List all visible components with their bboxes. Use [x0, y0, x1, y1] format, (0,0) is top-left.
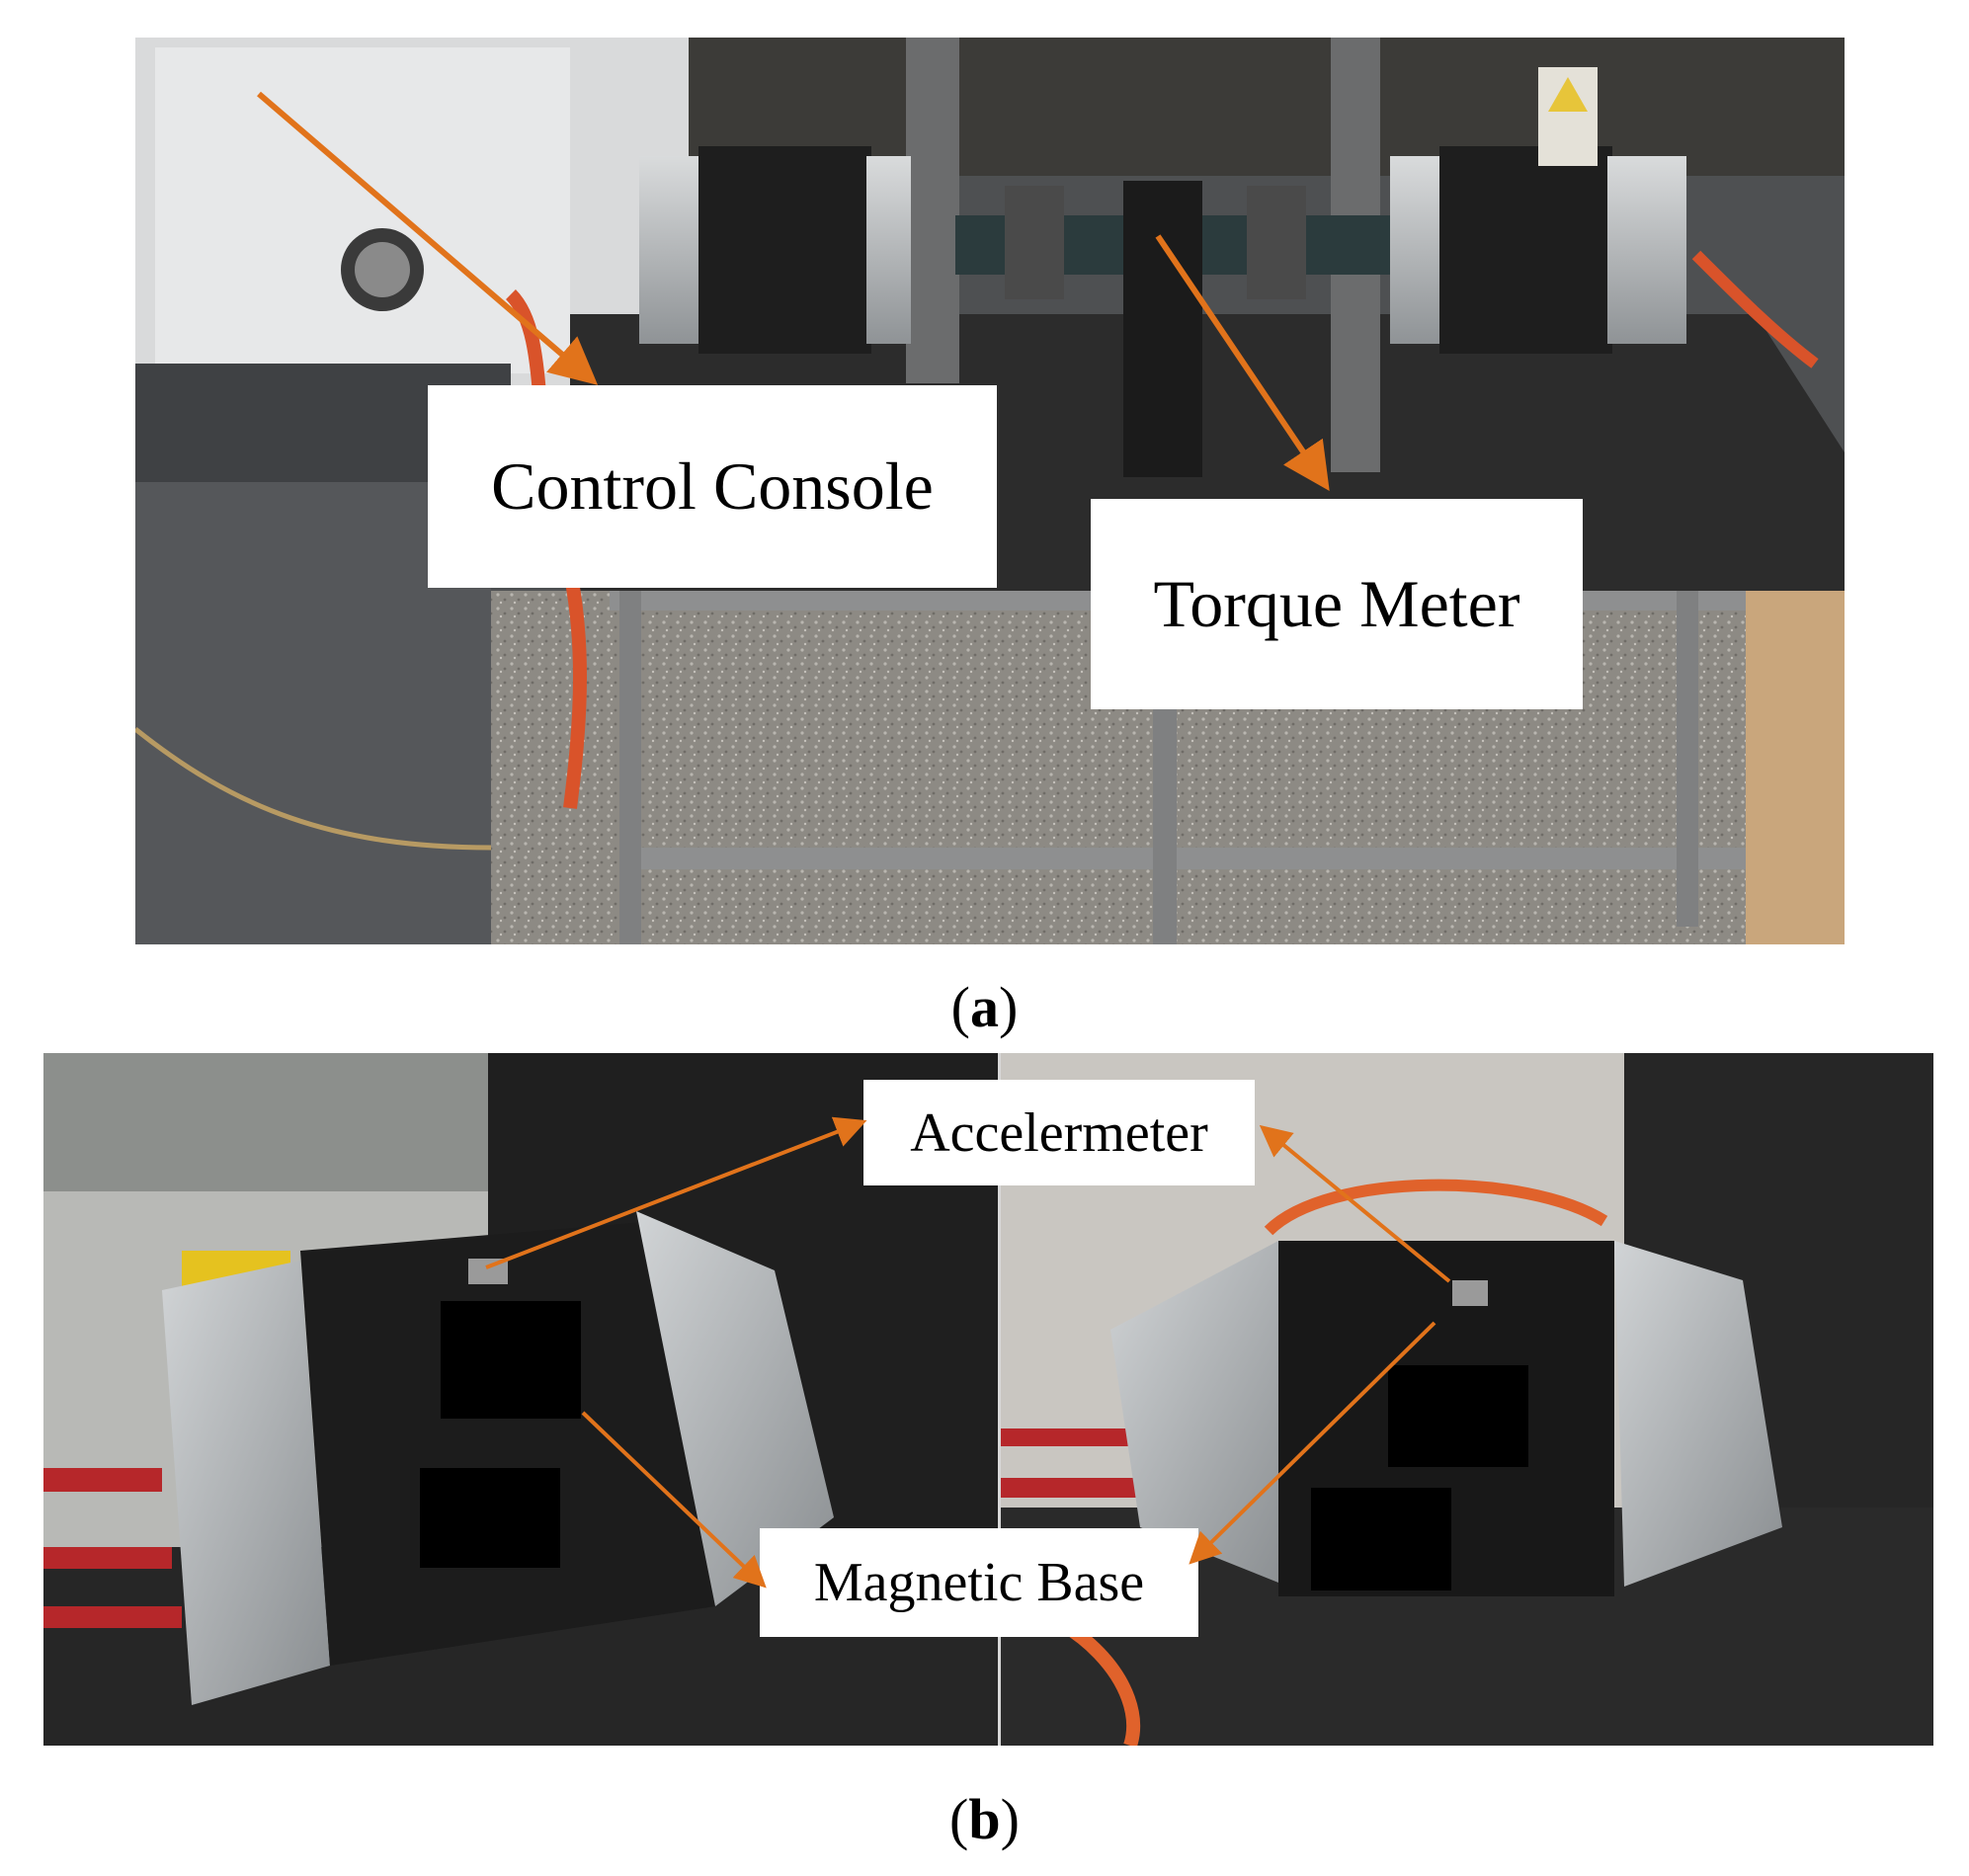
panel-a-caption: (a): [950, 975, 1019, 1039]
redaction-box: [1388, 1365, 1528, 1467]
panel-b-photo: Accelermeter Magnetic Base: [43, 1053, 1933, 1746]
control-console-label: Control Console: [428, 385, 997, 588]
panel-a-photo: Control Console Torque Meter: [135, 38, 1845, 944]
panel-b-letter: b: [968, 1787, 1001, 1851]
magnetic-base-label: Magnetic Base: [760, 1528, 1198, 1637]
accelerometer-label: Accelermeter: [863, 1080, 1255, 1185]
panel-a-letter: a: [970, 975, 999, 1039]
redaction-box: [441, 1301, 581, 1419]
torque-meter-label: Torque Meter: [1091, 499, 1583, 709]
panel-b-caption: (b): [949, 1787, 1020, 1851]
redaction-box: [1311, 1488, 1451, 1591]
redaction-box: [420, 1468, 560, 1568]
